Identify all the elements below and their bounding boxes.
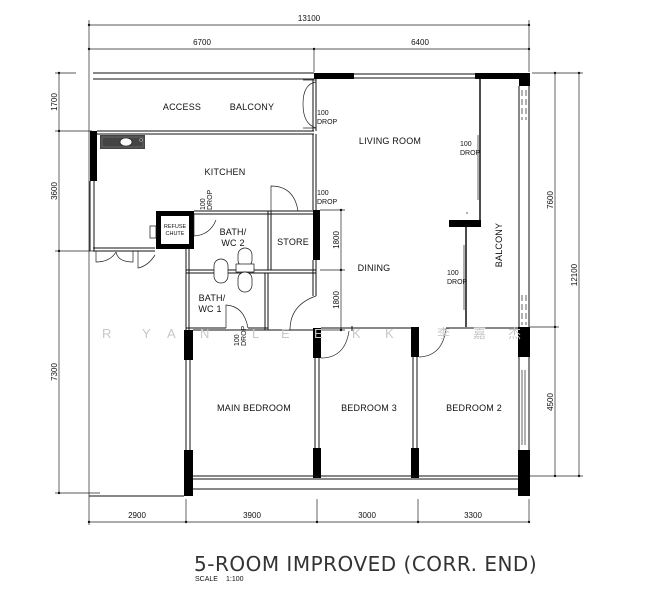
dim-right-upper: 7600	[546, 191, 555, 209]
svg-text:DROP: DROP	[317, 199, 338, 206]
dimension-lines	[55, 20, 583, 525]
svg-text:100: 100	[234, 334, 241, 346]
walls	[89, 72, 530, 497]
dim-top-left: 6700	[193, 38, 211, 47]
label-living-room: LIVING ROOM	[359, 136, 421, 146]
svg-text:K: K	[385, 326, 394, 341]
dim-top-right: 6400	[411, 38, 429, 47]
label-refuse-line1: REFUSE	[164, 224, 187, 230]
dim-bottom-3: 3000	[358, 511, 376, 520]
drop-annotations: 100 DROP 100 DROP 100 DROP 100 DROP 100 …	[200, 110, 481, 346]
label-bedroom-3: BEDROOM 3	[341, 403, 397, 413]
svg-text:E: E	[281, 326, 290, 341]
label-bath-wc2-line2: WC 2	[221, 238, 244, 248]
label-refuse-line2: CHUTE	[166, 231, 185, 237]
svg-text:DROP: DROP	[317, 119, 338, 126]
label-bath-wc1-line2: WC 1	[198, 304, 221, 314]
svg-text:DROP: DROP	[207, 189, 214, 210]
watermark: R Y A N L E E K K 李 嘉 杰	[102, 326, 521, 341]
label-balcony-right: BALCONY	[494, 223, 504, 267]
svg-text:100: 100	[317, 110, 329, 117]
svg-text:100: 100	[460, 141, 472, 148]
svg-text:L: L	[252, 326, 259, 341]
svg-text:R: R	[102, 326, 111, 341]
plan-title: 5-ROOM IMPROVED (CORR. END)	[194, 552, 537, 576]
label-access-balcony: BALCONY	[230, 102, 274, 112]
svg-text:E: E	[314, 326, 323, 341]
label-access: ACCESS	[163, 102, 201, 112]
svg-text:N: N	[200, 326, 209, 341]
scale-label: SCALE	[195, 576, 218, 583]
label-bath-wc1-line1: BATH/	[199, 293, 226, 303]
scale-value: 1:100	[226, 576, 244, 583]
svg-text:李: 李	[437, 326, 450, 341]
svg-text:DROP: DROP	[460, 150, 481, 157]
label-bedroom-2: BEDROOM 2	[446, 403, 502, 413]
dim-top-total: 13100	[298, 14, 321, 23]
dim-bottom-4: 3300	[464, 511, 482, 520]
label-main-bedroom: MAIN BEDROOM	[217, 403, 291, 413]
dim-right-total: 12100	[570, 263, 579, 286]
label-kitchen: KITCHEN	[205, 167, 246, 177]
dim-left-top: 1700	[50, 93, 59, 111]
svg-text:100: 100	[200, 198, 207, 210]
dim-bottom-1: 2900	[128, 511, 146, 520]
svg-text:杰: 杰	[508, 326, 521, 341]
svg-text:Y: Y	[142, 326, 151, 341]
dim-store-upper: 1800	[332, 231, 341, 249]
label-dining: DINING	[358, 263, 391, 273]
svg-text:DROP: DROP	[447, 279, 468, 286]
svg-text:100: 100	[447, 270, 459, 277]
dim-left-mid: 3600	[50, 182, 59, 200]
dim-left-bottom: 7300	[50, 363, 59, 381]
svg-text:DROP: DROP	[241, 325, 248, 346]
svg-text:K: K	[352, 326, 361, 341]
svg-text:嘉: 嘉	[473, 326, 486, 341]
label-store: STORE	[277, 237, 309, 247]
dim-bottom-2: 3900	[243, 511, 261, 520]
svg-text:100: 100	[317, 190, 329, 197]
label-bath-wc2-line1: BATH/	[220, 227, 247, 237]
dim-right-lower: 4500	[546, 393, 555, 411]
dim-store-lower: 1800	[332, 291, 341, 309]
svg-text:A: A	[167, 326, 176, 341]
